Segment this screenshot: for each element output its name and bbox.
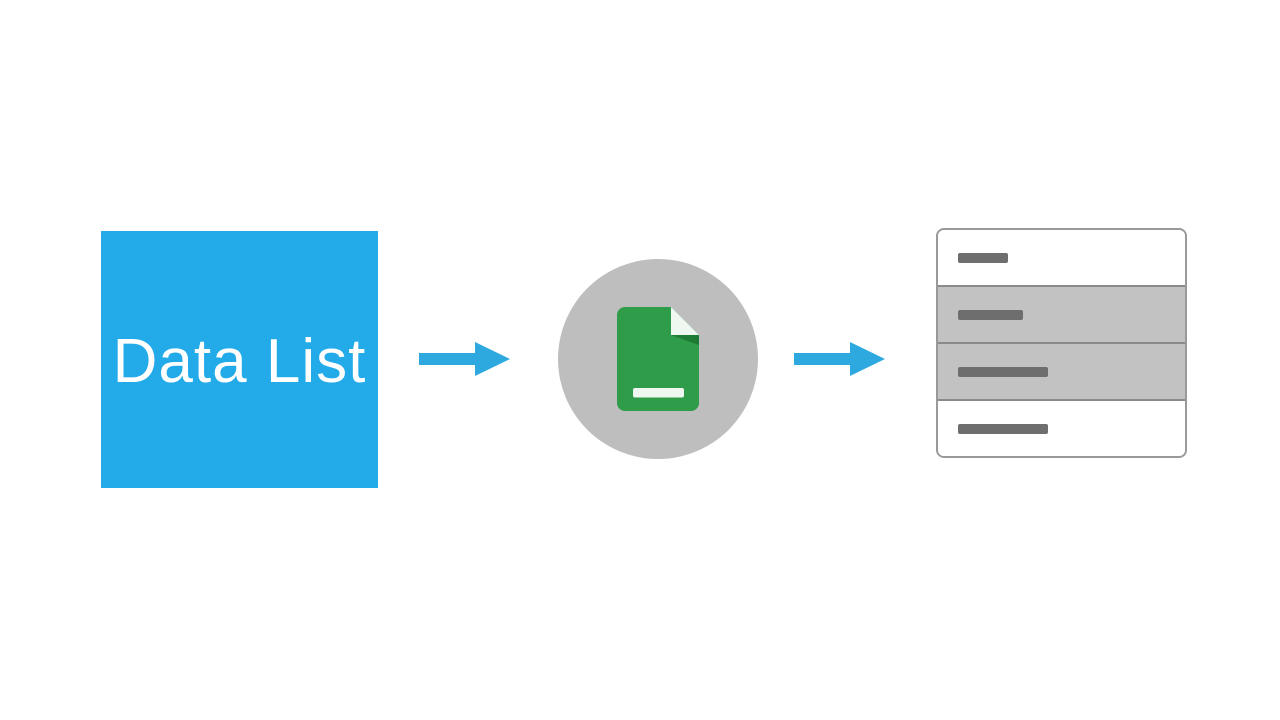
list-row	[938, 342, 1185, 399]
placeholder-bar	[958, 252, 1008, 263]
placeholder-bar	[958, 309, 1023, 320]
placeholder-bar	[958, 366, 1048, 377]
arrow-right-icon	[794, 342, 885, 376]
document-circle	[558, 259, 758, 459]
folded-corner-icon	[671, 307, 699, 335]
data-list-label: Data List	[112, 327, 367, 396]
text-bar-icon	[633, 388, 684, 398]
document-icon	[617, 307, 699, 411]
arrow-shape	[419, 342, 510, 376]
list-row	[938, 399, 1185, 456]
list-row	[938, 285, 1185, 342]
record-list	[936, 228, 1187, 458]
arrow-shape	[794, 342, 885, 376]
list-row	[938, 230, 1185, 285]
placeholder-bar	[958, 423, 1048, 434]
data-list-node: Data List	[101, 231, 378, 488]
fold-shadow	[671, 335, 699, 345]
arrow-right-icon	[419, 342, 510, 376]
